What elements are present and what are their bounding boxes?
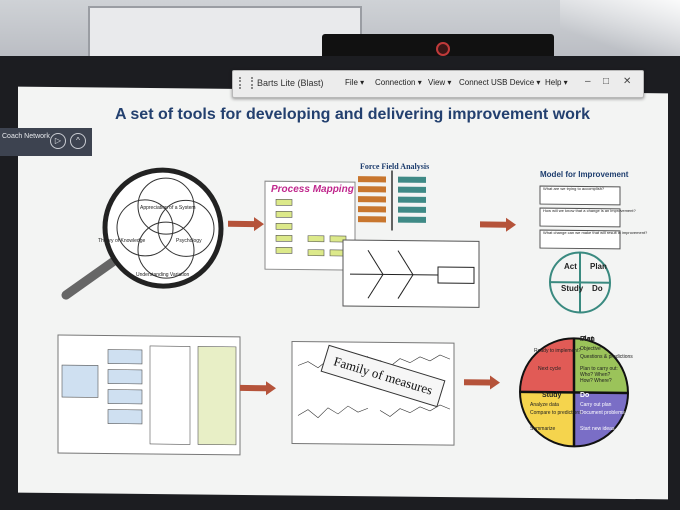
- driver-diagram-frame: [57, 334, 241, 456]
- fishbone-frame: [342, 239, 480, 308]
- force-field-title: Force Field Analysis: [360, 162, 430, 171]
- venn-circle-psychology: [157, 199, 215, 257]
- expand-icon[interactable]: ^: [70, 133, 86, 149]
- maximize-icon[interactable]: □: [603, 76, 610, 87]
- close-icon[interactable]: ✕: [623, 76, 632, 87]
- menu-view[interactable]: View ▾: [428, 78, 452, 87]
- venn-label-psychology: Psychology: [176, 238, 202, 244]
- cycle-do: Do: [592, 284, 603, 293]
- magnifier-handle: [61, 255, 121, 300]
- process-mapping-title: Process Mapping: [271, 184, 354, 195]
- venn-circle-knowledge: [116, 199, 174, 257]
- pdsa-plan-title: Plan: [580, 336, 595, 343]
- pdsa-study-title: Study: [542, 392, 562, 399]
- cycle-study: Study: [561, 284, 584, 293]
- pdsa-plan-item-1: Objective: [580, 346, 601, 352]
- slide-title: A set of tools for developing and delive…: [115, 106, 591, 123]
- fishbone-lines: [350, 250, 475, 299]
- venn-circle-variation: [137, 221, 195, 279]
- flow-arrows: [228, 217, 516, 396]
- window-reflection: [560, 0, 680, 60]
- pdsa-study-item-2: Compare to predictions: [530, 410, 582, 416]
- venn-label-knowledge: Theory of Knowledge: [98, 238, 146, 244]
- pdsa-do-item-1: Carry out plan: [580, 402, 612, 408]
- cycle-plan: Plan: [590, 262, 607, 271]
- presentation-slide: [18, 86, 668, 500]
- pdsa-study-item-1: Analyze data: [530, 402, 559, 408]
- venn-label-system: Appreciation of a System: [140, 205, 196, 211]
- whiteboard: [88, 6, 362, 58]
- coach-network-panel: Coach Network ▷ ^: [0, 128, 92, 156]
- window-title: Barts Lite (Blast): [257, 78, 324, 88]
- pdsa-act-title: Act: [582, 336, 594, 343]
- model-question-1: What are we trying to accomplish?: [543, 186, 605, 191]
- pdsa-do-title: Do: [580, 392, 590, 399]
- pdsa-act-item-2: Next cycle: [538, 366, 562, 372]
- venn-circle-system: [137, 177, 195, 235]
- model-improvement-title: Model for Improvement: [540, 170, 629, 179]
- model-question-2: How will we know that a change is an imp…: [543, 208, 636, 213]
- menu-file[interactable]: File ▾: [345, 78, 365, 87]
- menu-connect-usb[interactable]: Connect USB Device ▾: [459, 78, 541, 87]
- pdsa-wheel: [519, 337, 629, 448]
- menu-connection[interactable]: Connection ▾: [375, 78, 422, 87]
- magnifier-lens: [102, 167, 224, 289]
- webcam-lens: [436, 42, 450, 56]
- minimize-icon[interactable]: –: [585, 76, 591, 87]
- pdsa-do-item-2: Document problems: [580, 410, 625, 416]
- process-map-nodes: [275, 198, 347, 257]
- pdsa-act-item-1: Ready to implement?: [534, 348, 582, 354]
- force-field-arrows: [358, 170, 426, 231]
- pdsa-plan-item-2: Questions & predictions: [580, 354, 633, 360]
- cycle-act: Act: [564, 262, 577, 271]
- remote-session-toolbar[interactable]: Barts Lite (Blast) File ▾ Connection ▾ V…: [232, 70, 644, 98]
- menu-help[interactable]: Help ▾: [545, 78, 568, 87]
- driver-diagram-boxes: [61, 345, 237, 446]
- model-improvement-graphic: [539, 185, 621, 314]
- pdsa-do-item-3: Start new ideas: [580, 426, 615, 432]
- coach-network-label: Coach Network: [2, 133, 50, 140]
- pdsa-plan-item-3: Plan to carry out: Who? When? How? Where…: [580, 366, 618, 384]
- venn-label-variation: Understanding Variation: [136, 272, 190, 278]
- pdsa-study-item-3: Summarize: [530, 426, 556, 432]
- play-icon[interactable]: ▷: [50, 133, 66, 149]
- model-question-3: What change can we make that will result…: [543, 230, 648, 235]
- slide-graphics: [57, 167, 629, 456]
- drag-handle[interactable]: [239, 77, 253, 89]
